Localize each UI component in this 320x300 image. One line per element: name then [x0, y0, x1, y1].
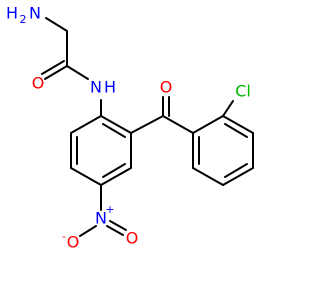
atom-label-amine-subscript: 2	[20, 13, 27, 26]
bond-ring1-double-2	[102, 163, 126, 178]
bond-ring1-c	[100, 167, 132, 186]
atom-label-nitro-o-charge: -	[62, 230, 66, 243]
bond-carbonyl-ring2	[162, 115, 194, 134]
bond-ring2-a	[192, 115, 224, 134]
bond-c-cl	[222, 100, 234, 117]
atom-label-nitro-o-right: O	[126, 229, 139, 248]
bond-ring1-a	[100, 115, 132, 134]
atom-labels: H 2 N O N H O Cl N + - O O	[6, 4, 251, 252]
bond-ring2-e	[192, 167, 224, 186]
bond-ring1-d	[70, 167, 102, 186]
bond-ring1-carbonyl	[130, 115, 164, 134]
atom-label-ketone-o: O	[160, 78, 173, 97]
bonds	[41, 17, 254, 237]
bond-ring2-double-2	[224, 163, 248, 178]
bond-nitro-o-right-2	[109, 220, 127, 231]
atom-label-amide-o: O	[32, 74, 45, 93]
bond-nitro-o-down	[79, 225, 97, 237]
atom-label-chlorine: Cl	[235, 82, 251, 101]
bond-carbonyl-o-2	[41, 60, 65, 75]
molecule-structure-diagram: H 2 N O N H O Cl N + - O O	[6, 4, 254, 252]
bond-ring2-d	[222, 167, 254, 186]
atom-label-amine-n: N	[29, 4, 41, 23]
atom-label-amide-n: N	[90, 78, 102, 97]
bond-nh2-ch2	[45, 17, 68, 32]
bond-carbonyl-nh	[66, 65, 89, 80]
bond-ring2-b	[222, 115, 254, 134]
bond-ring1-double-1	[102, 123, 126, 138]
atom-label-amide-h: H	[104, 78, 116, 97]
bond-nitro-o-right-1	[106, 225, 124, 236]
atom-label-nitro-n-charge: +	[105, 203, 114, 216]
atom-label-nitro-o-down: O	[67, 233, 80, 252]
atom-label-nitro-n: N	[95, 209, 107, 228]
bond-ring2-double-1	[224, 123, 248, 138]
atom-label-amine-h: H	[6, 4, 18, 23]
bond-carbonyl-o-1	[44, 65, 68, 80]
bond-ring1-f	[70, 115, 102, 134]
